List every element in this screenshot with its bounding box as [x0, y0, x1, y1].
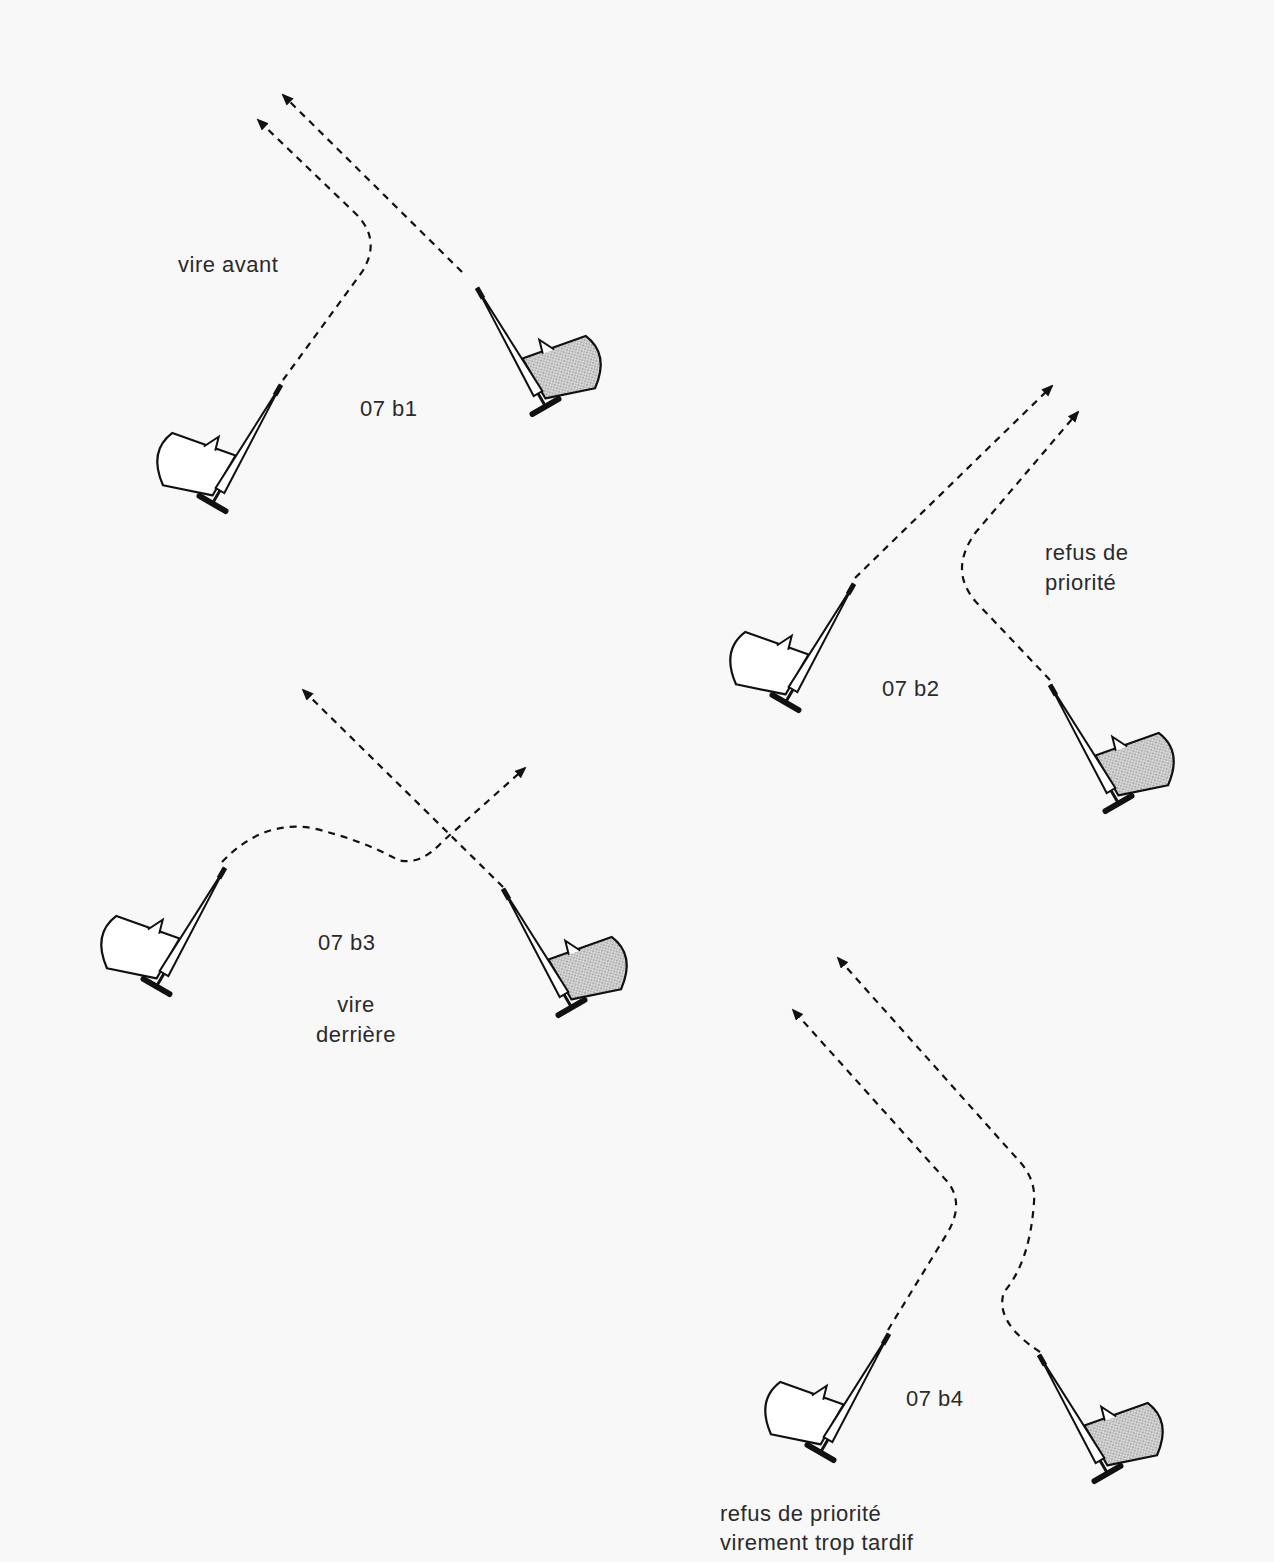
- maneuver-note: vire avant: [178, 250, 378, 280]
- maneuver-note: refus de priorité: [1045, 538, 1155, 597]
- figure-number: 07 b1: [360, 394, 480, 424]
- maneuver-note: refus de priorité virement trop tardif: [720, 1499, 945, 1558]
- figure-number: 07 b3: [318, 928, 438, 958]
- figure-number: 07 b4: [906, 1384, 1026, 1414]
- maneuver-note: vire derrière: [306, 990, 406, 1049]
- figure-number: 07 b2: [882, 674, 1002, 704]
